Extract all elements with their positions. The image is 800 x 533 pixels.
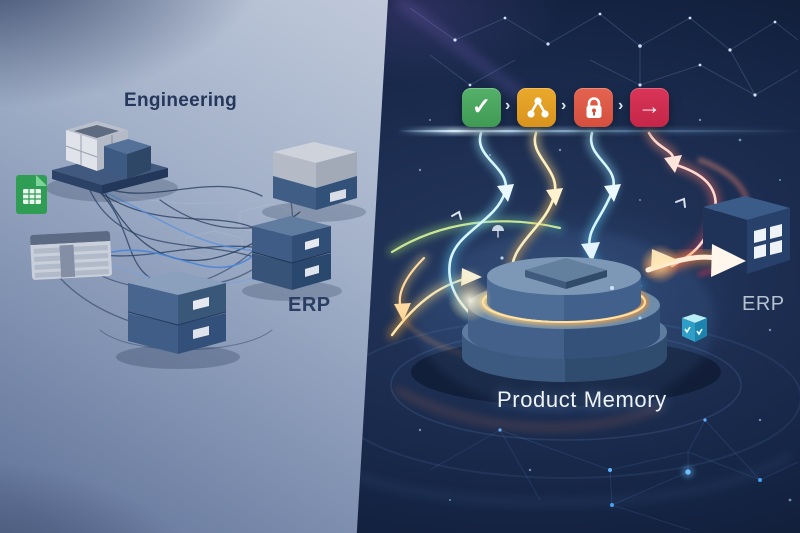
chevron-separator: › <box>618 97 624 114</box>
tangled-wires <box>59 185 319 350</box>
chevron-separator: › <box>505 97 511 114</box>
delivery-arrow <box>645 244 746 277</box>
erp-label-right: ERP <box>742 293 785 315</box>
product-memory-label: Product Memory <box>497 387 667 412</box>
blue-cube-icon <box>104 139 151 179</box>
engineering-label: Engineering <box>124 90 238 111</box>
window-grid-icon <box>754 224 782 259</box>
glow-burst <box>448 278 492 322</box>
erp-cube-icon <box>703 196 790 274</box>
mini-cyan-cube-icon <box>682 314 707 342</box>
server-two-drawer-large-icon <box>116 271 240 369</box>
erp-label-left: ERP <box>288 294 331 316</box>
glow-burst <box>640 244 680 284</box>
lock-icon <box>574 88 613 127</box>
flow-arrows <box>388 129 752 430</box>
chevron-separator: › <box>561 97 567 114</box>
spreadsheet-table-icon <box>30 231 112 280</box>
arrow-right-icon: → <box>630 88 669 127</box>
check-icon: ✓ <box>462 88 501 127</box>
sheets-file-icon <box>16 175 47 214</box>
server-two-drawer-icon <box>242 216 342 301</box>
server-stack-icon <box>262 142 366 222</box>
memory-platform <box>411 230 721 410</box>
light-streak <box>398 128 800 134</box>
open-crate-icon <box>46 121 178 202</box>
constellation-network <box>356 0 800 531</box>
share-nodes-icon <box>517 88 556 127</box>
floor-hex-pattern <box>185 203 301 260</box>
